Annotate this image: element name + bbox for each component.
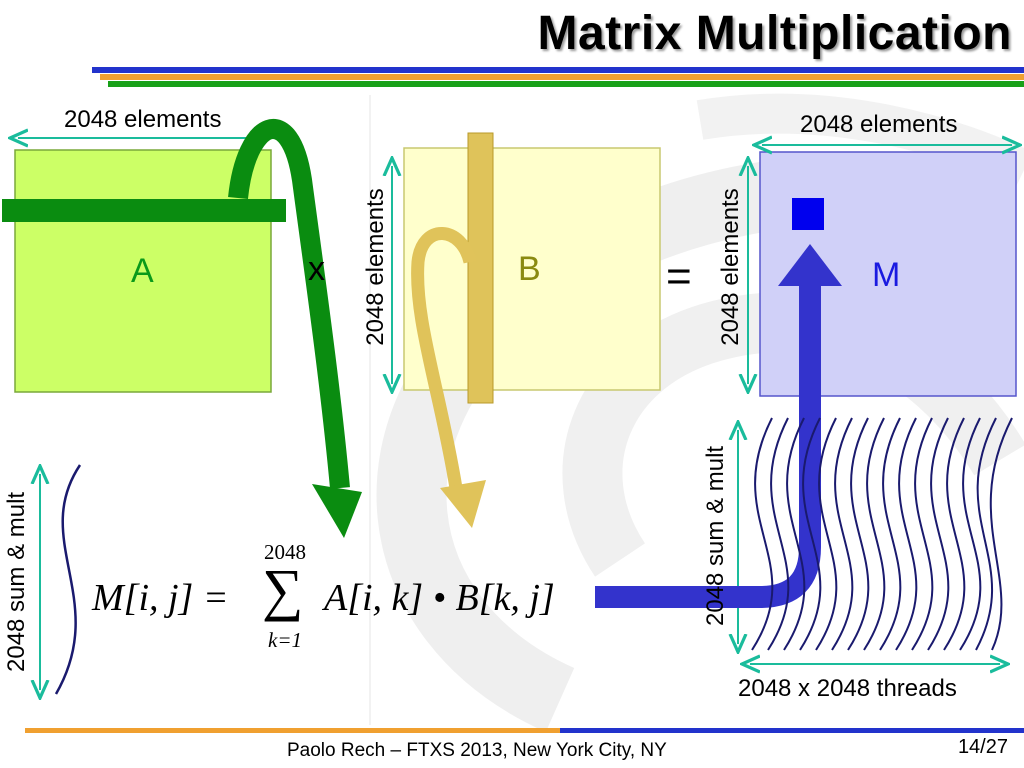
left-wave — [54, 464, 82, 695]
matrix-a-box — [14, 149, 272, 393]
row-highlight-bar — [2, 199, 286, 222]
header-rule — [92, 67, 1024, 87]
gold-arrow — [411, 227, 477, 490]
column-highlight-bar — [467, 132, 494, 404]
result-element — [792, 198, 824, 230]
matrix-b-box — [403, 147, 661, 391]
equals-sign: = — [666, 252, 692, 301]
formula-lhs: M[i, j] = — [92, 577, 229, 619]
matrix-a-label: A — [131, 252, 154, 290]
b-height-label: 2048 elements — [362, 188, 389, 346]
green-arrow — [228, 119, 350, 489]
footer-rule-blue — [560, 728, 1024, 733]
slide-title: Matrix Multiplication — [537, 7, 1012, 60]
formula: M[i, j] = 2048 ∑ k=1 A[i, k] • B[k, j] — [92, 538, 592, 658]
blue-arrow — [595, 282, 821, 608]
sum-symbol: ∑ — [262, 557, 304, 622]
formula-rhs: A[i, k] • B[k, j] — [324, 577, 555, 619]
right-sum-label: 2048 sum & mult — [702, 445, 729, 626]
threads-label: 2048 x 2048 threads — [738, 675, 957, 702]
times-sign: x — [308, 250, 325, 288]
page-number: 14/27 — [957, 736, 1008, 758]
matrix-m-label: M — [872, 256, 901, 294]
sum-lower-limit: k=1 — [268, 628, 302, 652]
m-height-label: 2048 elements — [717, 188, 744, 346]
footer-text: Paolo Rech – FTXS 2013, New York City, N… — [287, 740, 667, 761]
sum-upper-limit: 2048 — [264, 540, 306, 564]
footer-rule-orange — [25, 728, 665, 733]
m-width-label: 2048 elements — [800, 111, 958, 138]
thread-waves — [751, 417, 1013, 651]
a-width-label: 2048 elements — [64, 106, 222, 133]
left-sum-label: 2048 sum & mult — [3, 491, 30, 672]
matrix-b-label: B — [518, 250, 541, 288]
